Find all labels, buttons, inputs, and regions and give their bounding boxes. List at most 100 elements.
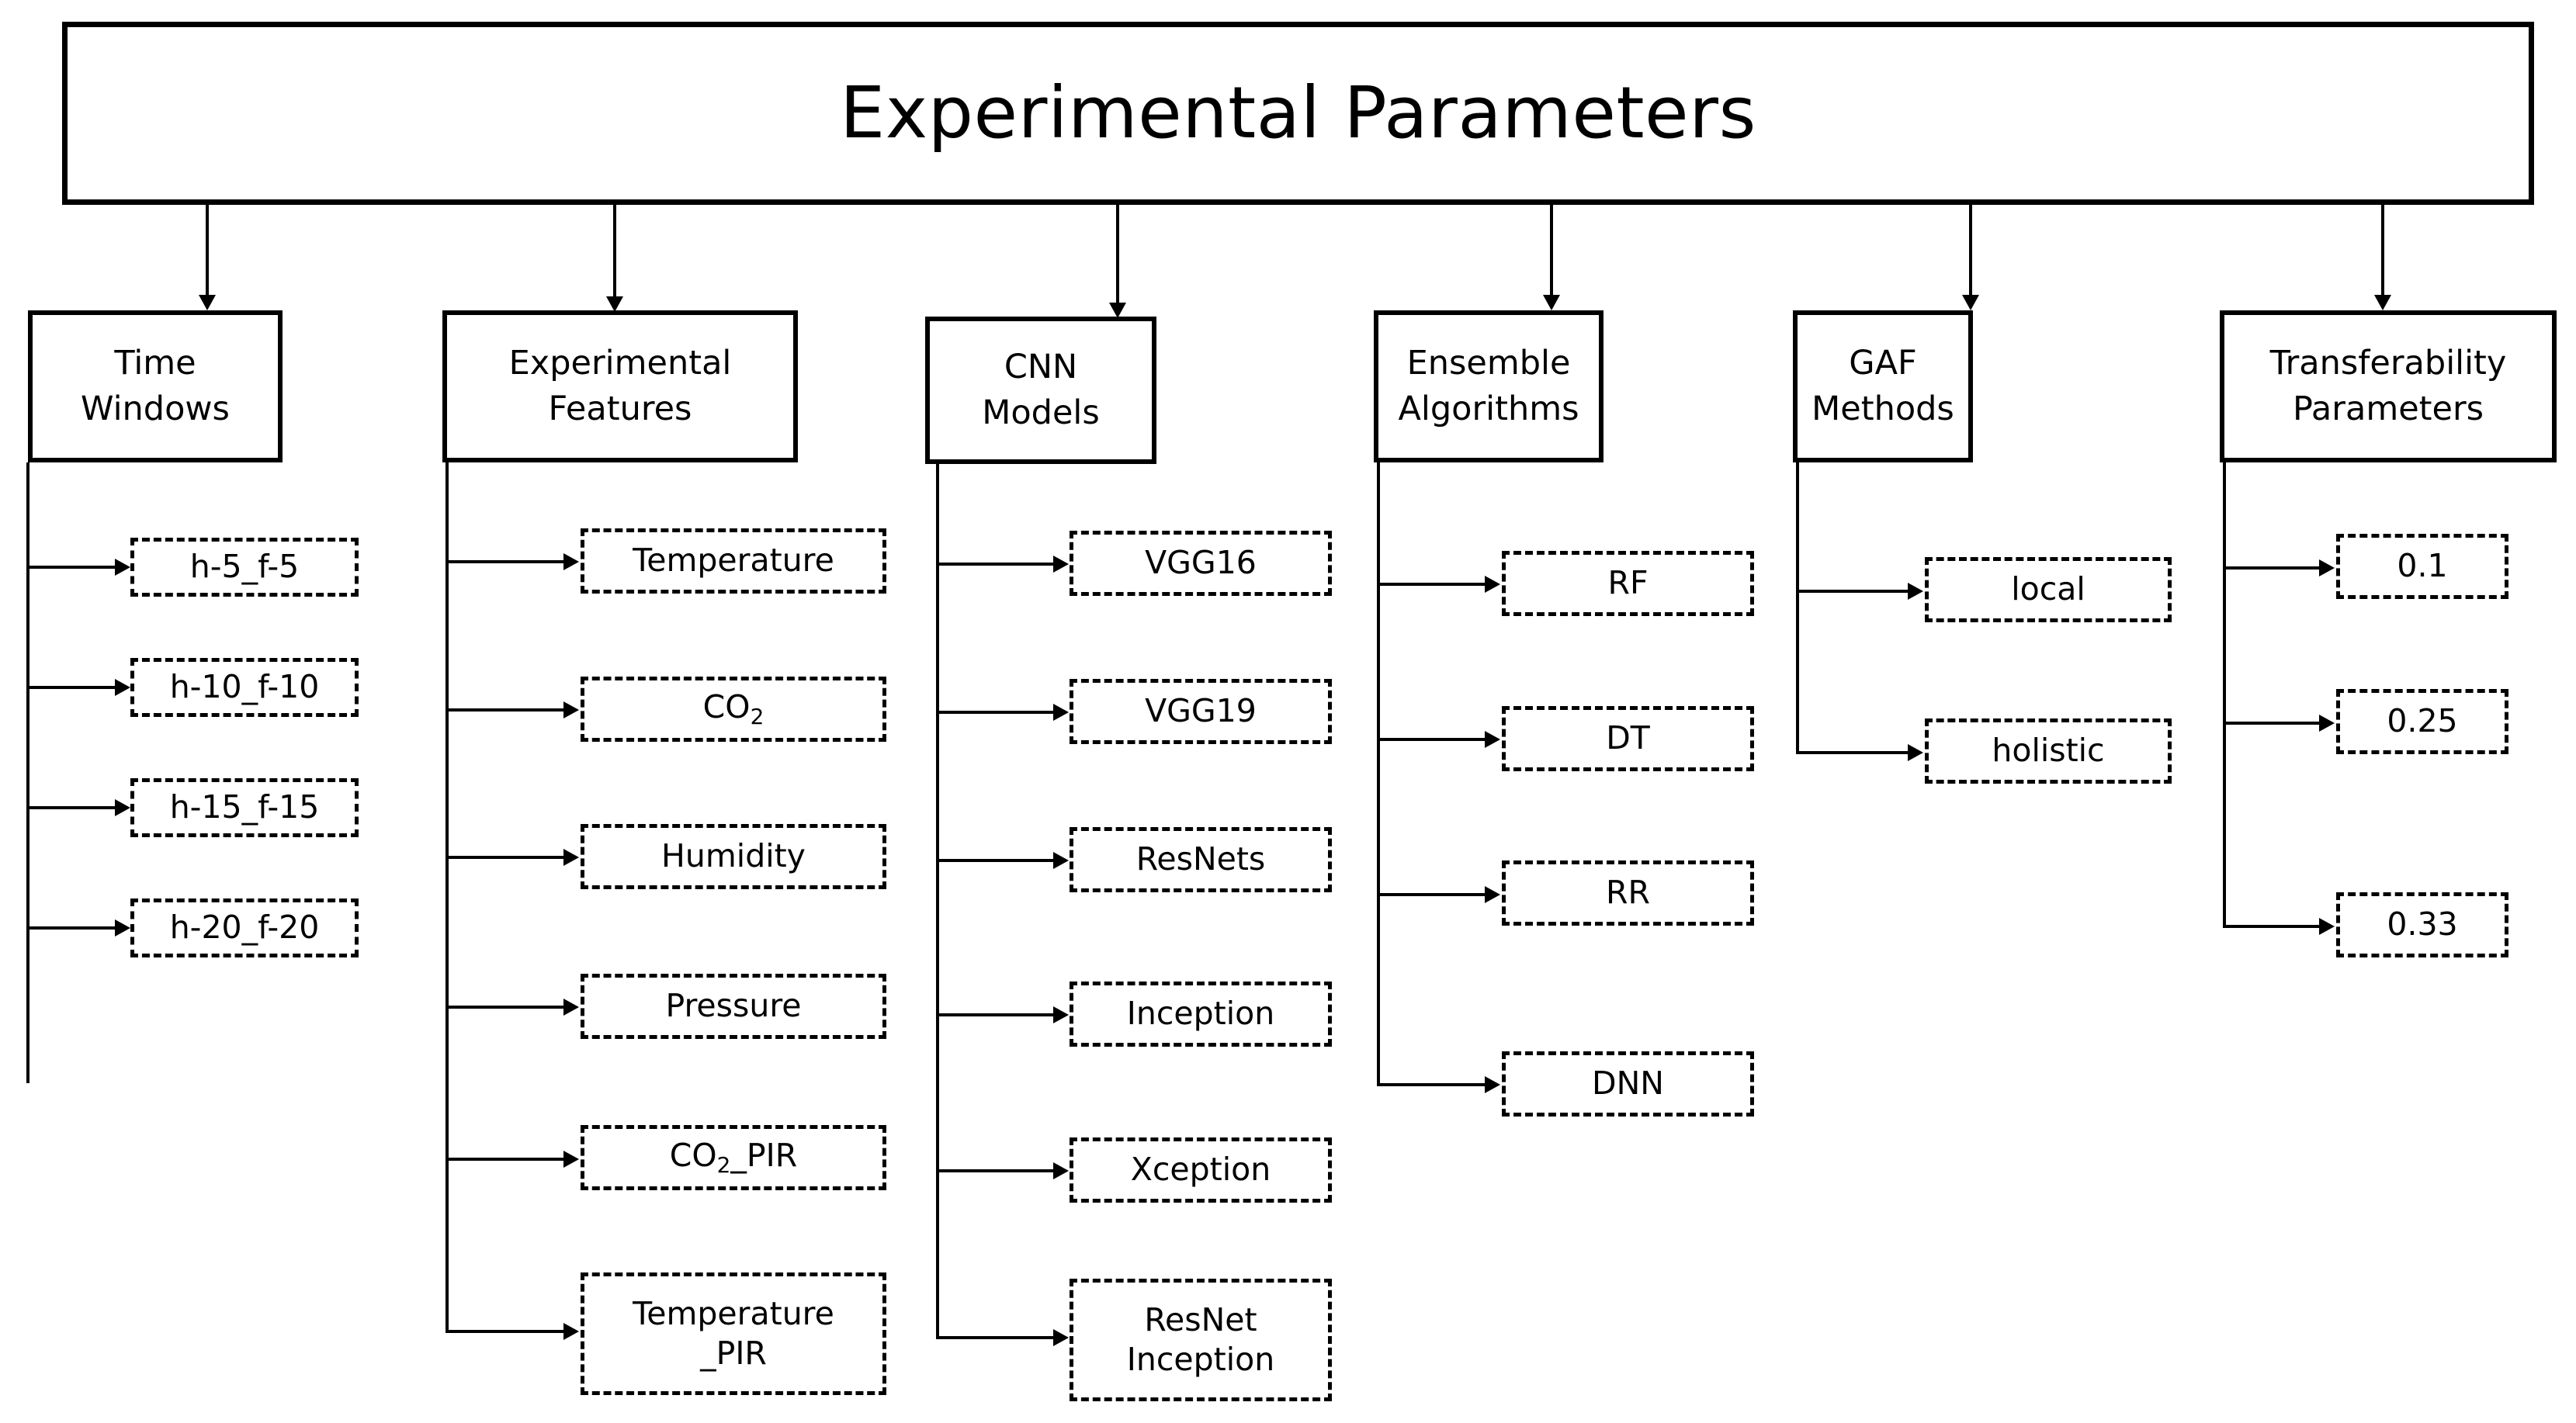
- leaf-label: VGG19: [1145, 692, 1257, 730]
- leaf-label: RF: [1607, 564, 1649, 602]
- arrowhead-tp-1: [2319, 559, 2335, 576]
- branch-line-ens-4: [1377, 1083, 1488, 1086]
- leaf-label: Inception: [1126, 995, 1275, 1033]
- leaf-cnn-5[interactable]: Xception: [1070, 1137, 1332, 1203]
- page-title: Experimental Parameters: [840, 71, 1756, 155]
- leaf-label: CO2_PIR: [669, 1137, 798, 1178]
- branch-line-tw-1: [26, 566, 118, 569]
- arrowhead-tw-2: [115, 679, 130, 696]
- arrowhead-col6: [2374, 295, 2391, 310]
- leaf-gaf-2[interactable]: holistic: [1925, 718, 2172, 784]
- branch-line-ef-1: [446, 560, 567, 563]
- arrowhead-tw-4: [115, 919, 130, 937]
- leaf-cnn-4[interactable]: Inception: [1070, 982, 1332, 1047]
- header-line-1: CNN: [1004, 347, 1078, 386]
- leaf-feature-4[interactable]: Pressure: [581, 974, 886, 1039]
- leaf-transfer-2[interactable]: 0.25: [2336, 689, 2508, 754]
- header-box-experimental-features[interactable]: Experimental Features: [442, 310, 798, 462]
- branch-line-ef-2: [446, 708, 567, 712]
- arrowhead-cnn-1: [1053, 556, 1069, 573]
- leaf-transfer-1[interactable]: 0.1: [2336, 534, 2508, 599]
- arrowhead-gaf-2: [1908, 744, 1923, 761]
- connector-title-to-col5: [1969, 205, 1972, 296]
- leaf-feature-6[interactable]: Temperature_PIR: [581, 1272, 886, 1395]
- arrowhead-ef-6: [563, 1323, 579, 1340]
- leaf-time-window-2[interactable]: h-10_f-10: [130, 658, 359, 717]
- arrowhead-ens-2: [1485, 731, 1500, 748]
- header-line-1: Experimental: [508, 343, 732, 383]
- leaf-label: CO2: [702, 688, 764, 729]
- leaf-time-window-3[interactable]: h-15_f-15: [130, 778, 359, 837]
- header-box-transferability-parameters[interactable]: Transferability Parameters: [2220, 310, 2557, 462]
- leaf-label: h-10_f-10: [169, 668, 320, 706]
- header-box-cnn-models[interactable]: CNN Models: [925, 317, 1156, 464]
- header-box-gaf-methods[interactable]: GAF Methods: [1793, 310, 1973, 462]
- header-line-1: Transferability: [2269, 343, 2507, 383]
- arrowhead-ef-4: [563, 999, 579, 1016]
- leaf-ensemble-1[interactable]: RF: [1502, 551, 1754, 616]
- spine-experimental-features: [446, 462, 449, 1333]
- arrowhead-ens-1: [1485, 576, 1500, 593]
- spine-transferability-parameters: [2223, 462, 2226, 928]
- branch-line-ef-6: [446, 1330, 567, 1333]
- leaf-label: Xception: [1130, 1151, 1271, 1189]
- spine-gaf-methods: [1796, 462, 1799, 754]
- leaf-cnn-1[interactable]: VGG16: [1070, 531, 1332, 596]
- leaf-feature-1[interactable]: Temperature: [581, 528, 886, 594]
- leaf-cnn-3[interactable]: ResNets: [1070, 827, 1332, 892]
- branch-line-cnn-1: [936, 563, 1056, 566]
- leaf-label: 0.33: [2387, 905, 2458, 943]
- leaf-label: 0.1: [2397, 547, 2448, 585]
- connector-title-to-col1: [206, 205, 209, 296]
- header-line-1: GAF: [1849, 343, 1917, 383]
- header-line-2: Windows: [81, 390, 230, 428]
- leaf-label: 0.25: [2387, 702, 2458, 740]
- header-box-ensemble-algorithms[interactable]: Ensemble Algorithms: [1374, 310, 1603, 462]
- branch-line-gaf-1: [1796, 590, 1911, 593]
- leaf-transfer-3[interactable]: 0.33: [2336, 892, 2508, 957]
- arrowhead-ef-5: [563, 1151, 579, 1168]
- arrowhead-cnn-3: [1053, 852, 1069, 869]
- leaf-ensemble-4[interactable]: DNN: [1502, 1051, 1754, 1117]
- leaf-feature-2[interactable]: CO2: [581, 677, 886, 742]
- leaf-feature-3[interactable]: Humidity: [581, 824, 886, 889]
- spine-time-windows: [26, 462, 29, 1083]
- header-line-1: Ensemble: [1406, 343, 1571, 383]
- arrowhead-ef-2: [563, 701, 579, 718]
- leaf-cnn-2[interactable]: VGG19: [1070, 679, 1332, 744]
- leaf-label: Temperature_PIR: [633, 1294, 834, 1372]
- leaf-ensemble-2[interactable]: DT: [1502, 706, 1754, 771]
- leaf-label: h-15_f-15: [169, 788, 320, 826]
- leaf-ensemble-3[interactable]: RR: [1502, 860, 1754, 926]
- branch-line-tp-1: [2223, 566, 2322, 570]
- header-line-1: Time: [114, 343, 196, 383]
- connector-title-to-col4: [1550, 205, 1553, 296]
- leaf-gaf-1[interactable]: local: [1925, 557, 2172, 622]
- branch-line-tw-4: [26, 926, 118, 930]
- connector-title-to-col3: [1116, 205, 1119, 304]
- leaf-label: ResNets: [1135, 840, 1266, 878]
- branch-line-cnn-6: [936, 1336, 1056, 1339]
- leaf-label: holistic: [1992, 732, 2105, 770]
- leaf-time-window-1[interactable]: h-5_f-5: [130, 538, 359, 597]
- spine-ensemble-algorithms: [1377, 462, 1380, 1086]
- arrowhead-col2: [606, 296, 623, 312]
- arrowhead-cnn-4: [1053, 1006, 1069, 1023]
- leaf-feature-5[interactable]: CO2_PIR: [581, 1125, 886, 1190]
- leaf-label: Temperature: [633, 542, 834, 580]
- header-line-2: Models: [982, 393, 1100, 432]
- header-box-time-windows[interactable]: Time Windows: [28, 310, 283, 462]
- branch-line-cnn-2: [936, 711, 1056, 714]
- arrowhead-cnn-2: [1053, 704, 1069, 721]
- branch-line-tp-2: [2223, 722, 2322, 725]
- arrowhead-col3: [1109, 303, 1126, 318]
- leaf-time-window-4[interactable]: h-20_f-20: [130, 898, 359, 957]
- arrowhead-ef-1: [563, 553, 579, 570]
- branch-line-gaf-2: [1796, 751, 1911, 754]
- leaf-label: DT: [1606, 719, 1650, 757]
- arrowhead-tw-1: [115, 559, 130, 576]
- arrowhead-col4: [1543, 295, 1560, 310]
- spine-cnn-models: [936, 464, 939, 1339]
- leaf-label: RR: [1606, 874, 1650, 912]
